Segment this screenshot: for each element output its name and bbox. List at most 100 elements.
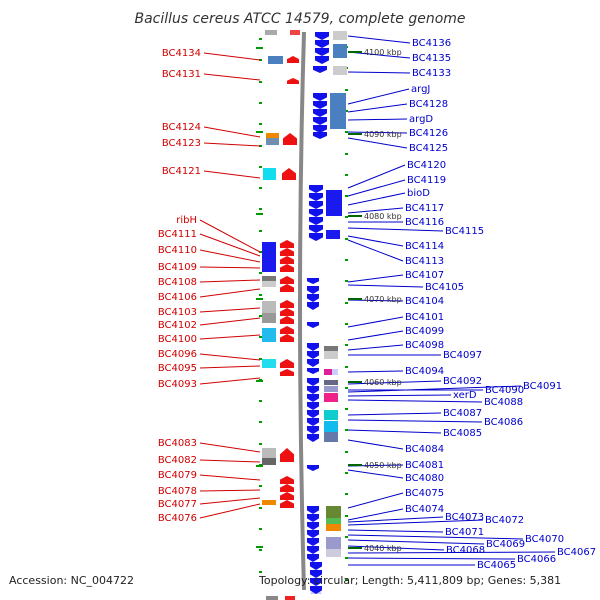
left-gene-label: BC4106 (158, 292, 197, 303)
right-label-connector (347, 380, 442, 385)
right-gene-label: BC4126 (409, 128, 448, 139)
left-gene-label: BC4110 (158, 245, 197, 256)
right-label-connector (347, 164, 406, 189)
left-gene-label: BC4103 (158, 307, 197, 318)
reverse-gene-arrow (307, 368, 319, 374)
left-gene-label: BC4109 (158, 262, 197, 273)
tick-mark (259, 549, 262, 551)
ruler-label: 4090 kbp (364, 130, 402, 139)
left-label-connector (199, 377, 261, 385)
tick-mark (259, 59, 262, 61)
gene-box (262, 281, 276, 287)
left-label-connector (203, 52, 261, 61)
left-label-connector (203, 142, 261, 147)
right-label-connector (347, 274, 404, 283)
right-label-connector (347, 316, 404, 328)
tick-mark (345, 451, 348, 453)
tick-mark (345, 302, 348, 304)
gene-box (262, 301, 276, 313)
left-gene-label: BC4111 (158, 229, 197, 240)
tick-mark (345, 110, 348, 112)
right-gene-label: BC4136 (412, 38, 451, 49)
right-gene-label: BC4091 (523, 381, 562, 392)
reverse-gene-arrow (309, 233, 323, 241)
right-label-connector (347, 137, 408, 149)
reverse-gene-arrow (313, 125, 327, 133)
right-gene-label: BC4117 (405, 203, 444, 214)
forward-gene-arrow (280, 316, 294, 324)
reverse-gene-arrow (307, 530, 319, 538)
right-gene-label: argD (409, 114, 433, 125)
tick-mark (259, 251, 262, 253)
right-gene-label: BC4087 (443, 408, 482, 419)
tick-mark (259, 102, 262, 104)
tick-mark (256, 465, 263, 467)
left-gene-label: BC4077 (158, 499, 197, 510)
right-gene-label: BC4085 (443, 428, 482, 439)
left-label-connector (199, 279, 261, 283)
forward-gene-arrow (280, 326, 294, 334)
right-gene-label: BC4098 (405, 340, 444, 351)
right-gene-label: BC4113 (405, 256, 444, 267)
tick-mark (259, 315, 262, 317)
right-label-connector (347, 227, 444, 232)
top-feature (290, 30, 300, 35)
left-gene-label: BC4078 (158, 486, 197, 497)
right-gene-label: BC4084 (405, 444, 444, 455)
ruler-label: 4100 kbp (364, 48, 402, 57)
gene-box (324, 346, 338, 351)
right-gene-label: BC4094 (405, 366, 444, 377)
reverse-gene-arrow (307, 386, 319, 394)
left-label-connector (203, 73, 261, 81)
right-gene-label: BC4099 (405, 326, 444, 337)
right-label-connector (347, 344, 404, 351)
right-label-connector (347, 192, 406, 206)
tick-mark (256, 298, 263, 300)
tick-mark (256, 546, 263, 548)
tick-mark (259, 187, 262, 189)
right-label-connector (347, 529, 444, 533)
right-gene-label: BC4119 (407, 175, 446, 186)
reverse-gene-arrow (310, 562, 322, 570)
tick-mark (256, 47, 263, 49)
left-gene-label: BC4079 (158, 470, 197, 481)
reverse-gene-arrow (307, 322, 319, 328)
reverse-gene-arrow (313, 109, 327, 117)
gene-box (326, 506, 341, 518)
right-gene-label: BC4101 (405, 312, 444, 323)
gene-box (326, 524, 341, 531)
left-label-connector (199, 219, 261, 253)
left-label-connector (199, 266, 261, 269)
right-gene-label: BC4116 (405, 217, 444, 228)
forward-gene-arrow (280, 300, 294, 308)
forward-gene-arrow (287, 56, 299, 63)
left-gene-label: BC4095 (158, 363, 197, 374)
left-gene-label: BC4108 (158, 277, 197, 288)
right-label-connector (347, 103, 408, 113)
right-gene-label: BC4073 (445, 512, 484, 523)
right-gene-label: BC4114 (405, 241, 444, 252)
gene-box (262, 276, 276, 281)
right-gene-label: BC4075 (405, 488, 444, 499)
gene-box (324, 351, 338, 359)
ruler-label: 4070 kbp (364, 295, 402, 304)
reverse-gene-arrow (313, 132, 327, 139)
gene-box (333, 66, 347, 75)
left-label-connector (199, 233, 261, 257)
tick-mark (256, 213, 263, 215)
label-connectors (199, 35, 556, 566)
right-label-connector (347, 545, 445, 551)
ruler-label: 4040 kbp (364, 544, 402, 553)
gene-box (326, 537, 341, 549)
reverse-gene-arrow (307, 351, 319, 359)
right-gene-label: argJ (411, 84, 430, 95)
tick-mark (259, 38, 262, 40)
right-gene-label: BC4128 (409, 99, 448, 110)
right-label-connector (347, 516, 444, 523)
reverse-gene-arrow (309, 201, 323, 209)
reverse-gene-arrow (307, 506, 319, 514)
gene-box (324, 432, 338, 442)
reverse-gene-arrow (309, 225, 323, 233)
gene-labels: BC4134BC4131BC4124BC4123BC4121ribHBC4111… (158, 38, 596, 571)
right-label-connector (347, 385, 522, 393)
